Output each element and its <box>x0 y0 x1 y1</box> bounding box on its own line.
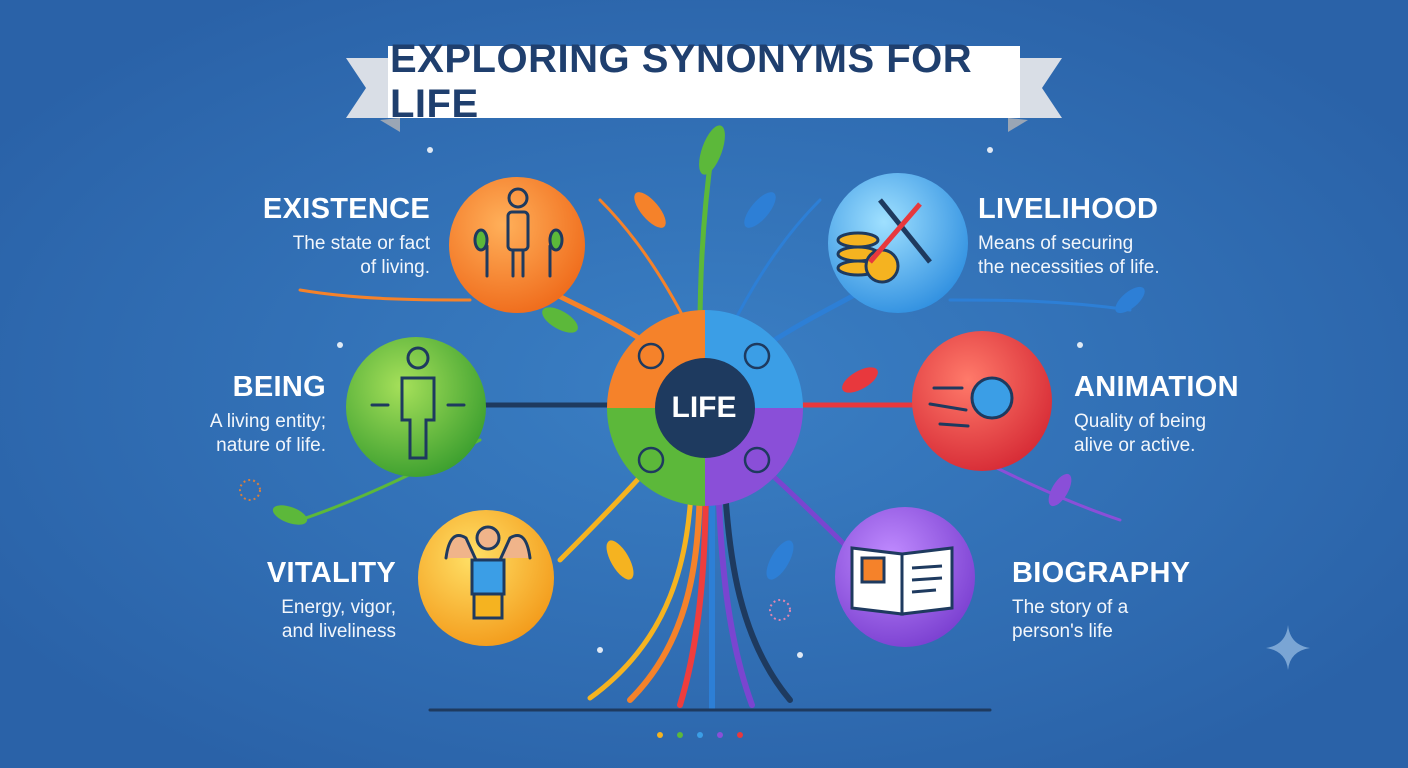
center-circle <box>655 358 755 458</box>
synonym-vitality: VITALITY Energy, vigor, and liveliness <box>200 556 396 644</box>
leaves <box>272 125 1145 580</box>
sparkles <box>239 147 1083 658</box>
term-name: LIVELIHOOD <box>978 193 1159 225</box>
term-description-line-2: the necessities of life. <box>978 257 1160 278</box>
page-title: EXPLORING SYNONYMS FOR LIFE <box>390 37 973 126</box>
term-description-line-1: The state or fact <box>292 233 430 254</box>
term-description-line-1: Energy, vigor, <box>281 597 396 618</box>
compass-icon <box>743 446 771 474</box>
term-description-line-2: of living. <box>360 257 430 278</box>
synonym-biography: BIOGRAPHY The story of a person's life <box>1012 556 1232 644</box>
term-description-line-2: and liveliness <box>281 621 396 642</box>
node-livelihood <box>828 173 968 313</box>
sprout-icon <box>637 446 665 474</box>
node-being <box>346 337 486 477</box>
title-banner <box>346 46 1062 132</box>
center-label: LIFE <box>671 391 737 424</box>
node-biography <box>835 507 975 647</box>
term-name: BIOGRAPHY <box>1012 557 1191 589</box>
motion-orb-icon <box>928 376 1014 428</box>
flexing-arm-icon <box>444 525 532 620</box>
term-description-line-2: nature of life. <box>216 435 326 456</box>
term-description-line-1: Means of securing <box>978 233 1134 254</box>
term-description-line-1: A living entity; <box>209 411 326 432</box>
node-animation <box>912 331 1052 471</box>
person-outline-icon <box>370 346 466 460</box>
term-name: VITALITY <box>266 557 396 589</box>
synonym-livelihood: LIVELIHOOD Means of securing the necessi… <box>978 192 1218 280</box>
synonym-animation: ANIMATION Quality of being alive or acti… <box>1074 370 1314 458</box>
node-existence <box>449 177 585 313</box>
synonym-being: BEING A living entity; nature of life. <box>130 370 326 458</box>
term-name: BEING <box>232 371 326 403</box>
term-description-line-1: Quality of being <box>1074 411 1207 432</box>
synonym-existence: EXISTENCE The state or fact of living. <box>230 192 430 280</box>
center-hub <box>607 310 803 506</box>
node-vitality <box>418 510 554 646</box>
term-description-line-1: The story of a <box>1012 597 1129 618</box>
coins-and-tools-icon <box>836 198 932 284</box>
person-with-plants-icon <box>473 187 564 278</box>
term-name: EXISTENCE <box>262 193 430 225</box>
star-icon <box>1266 625 1310 670</box>
open-book-icon <box>850 546 954 616</box>
term-description-line-2: person's life <box>1012 621 1113 642</box>
bottom-dots <box>657 732 743 738</box>
tools-icon <box>743 342 771 370</box>
term-description-line-2: alive or active. <box>1074 435 1196 456</box>
term-name: ANIMATION <box>1074 371 1239 403</box>
person-icon <box>637 342 665 370</box>
